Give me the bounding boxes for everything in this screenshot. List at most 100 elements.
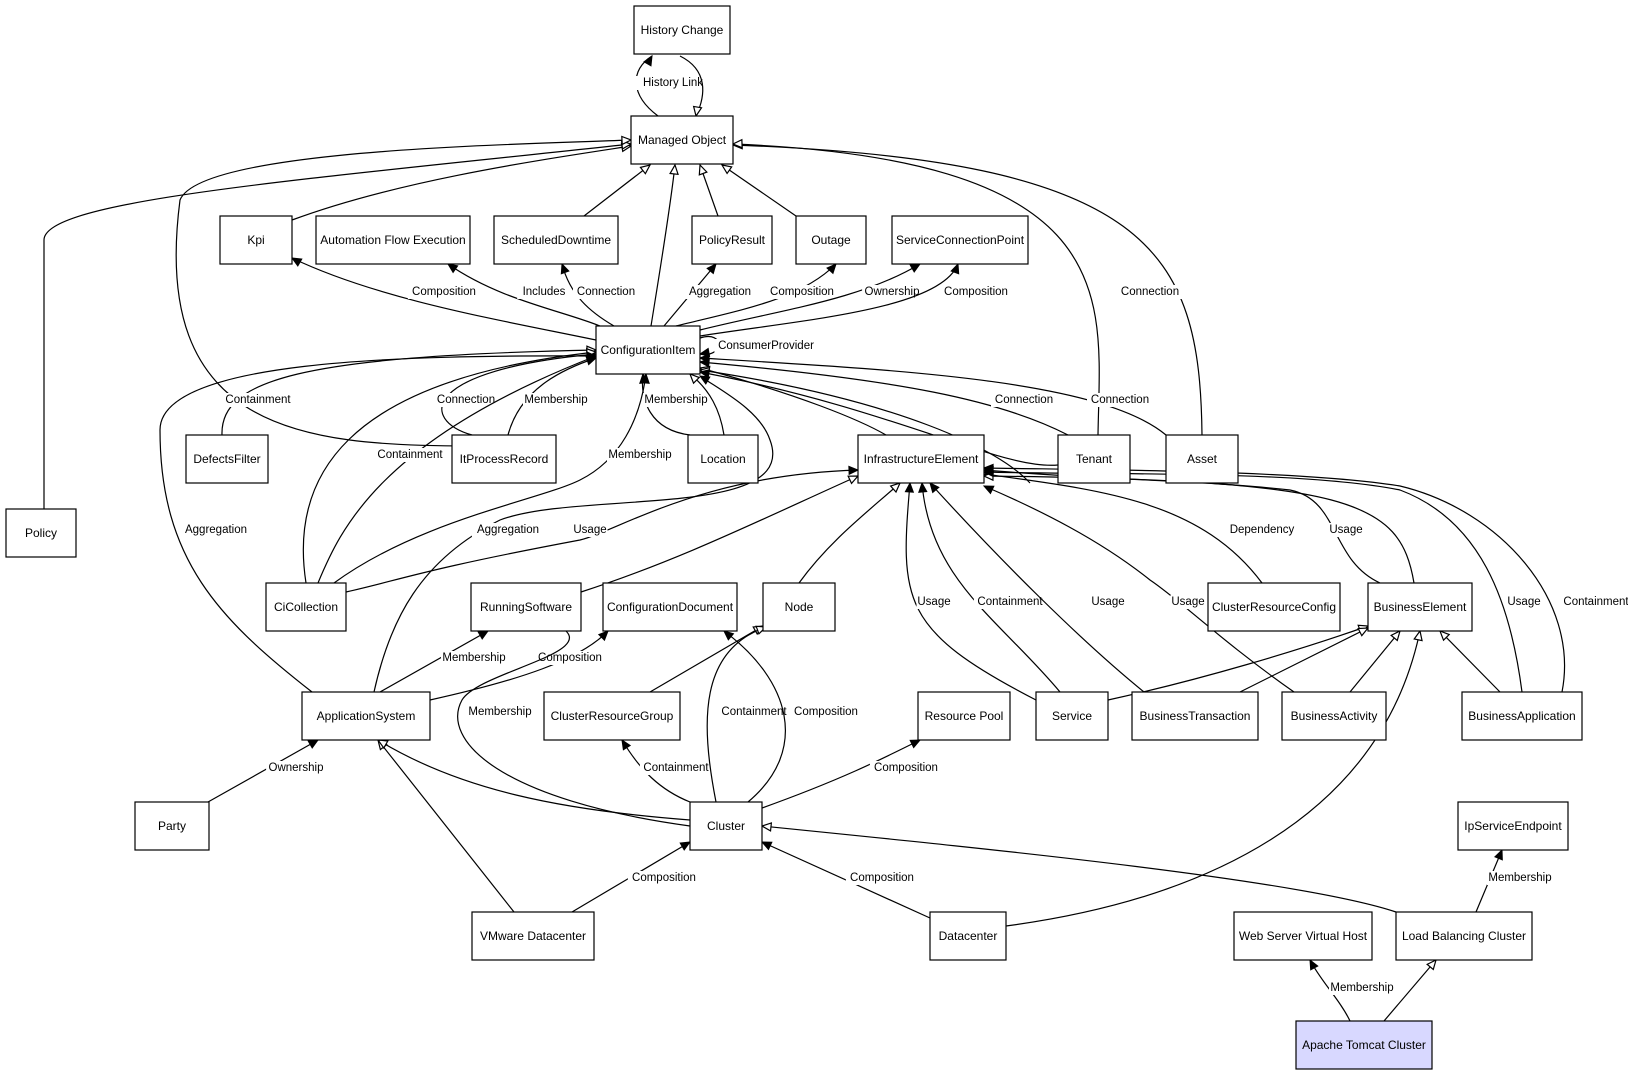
class-box[interactable] bbox=[315, 215, 471, 265]
inheritance-arrowhead bbox=[1357, 627, 1370, 637]
class-box[interactable] bbox=[219, 215, 293, 265]
class-node-node[interactable]: Node bbox=[762, 582, 836, 632]
class-box[interactable] bbox=[1457, 801, 1569, 851]
class-node-asset[interactable]: Asset bbox=[1165, 434, 1239, 484]
edge-line bbox=[983, 473, 1263, 584]
class-node-ie[interactable]: InfrastructureElement bbox=[857, 434, 985, 484]
class-node-kpi[interactable]: Kpi bbox=[219, 215, 293, 265]
class-box[interactable] bbox=[1395, 911, 1533, 961]
class-node-history[interactable]: History Change bbox=[633, 5, 731, 55]
class-node-ipr[interactable]: ItProcessRecord bbox=[451, 434, 557, 484]
class-node-party[interactable]: Party bbox=[134, 801, 210, 851]
inheritance-arrowhead bbox=[1438, 629, 1451, 642]
class-node-be[interactable]: BusinessElement bbox=[1367, 582, 1473, 632]
class-box[interactable] bbox=[689, 801, 763, 851]
class-label: PolicyResult bbox=[699, 233, 766, 247]
class-box[interactable] bbox=[795, 215, 867, 265]
class-node-svc[interactable]: Service bbox=[1035, 691, 1109, 741]
class-box[interactable] bbox=[471, 911, 595, 961]
class-node-tenant[interactable]: Tenant bbox=[1057, 434, 1131, 484]
class-box[interactable] bbox=[5, 508, 77, 558]
class-node-atc[interactable]: Apache Tomcat Cluster bbox=[1295, 1020, 1433, 1070]
edge-label-background bbox=[1087, 393, 1153, 407]
class-node-bapp[interactable]: BusinessApplication bbox=[1461, 691, 1583, 741]
edge-label: Membership bbox=[1488, 872, 1551, 884]
class-box[interactable] bbox=[1207, 582, 1341, 632]
class-node-bt[interactable]: BusinessTransaction bbox=[1131, 691, 1259, 741]
edge-label-background bbox=[845, 871, 919, 885]
class-box[interactable] bbox=[857, 434, 985, 484]
class-node-outage[interactable]: Outage bbox=[795, 215, 867, 265]
class-box[interactable] bbox=[1057, 434, 1131, 484]
class-node-policy[interactable]: Policy bbox=[5, 508, 77, 558]
class-node-mo[interactable]: Managed Object bbox=[630, 115, 734, 165]
class-node-cluster[interactable]: Cluster bbox=[689, 801, 763, 851]
class-box[interactable] bbox=[891, 215, 1029, 265]
edge-label-background bbox=[633, 76, 713, 90]
class-node-crg[interactable]: ClusterResourceGroup bbox=[543, 691, 681, 741]
edge-label-background bbox=[572, 523, 608, 537]
class-node-rp[interactable]: Resource Pool bbox=[917, 691, 1011, 741]
class-node-lbc[interactable]: Load Balancing Cluster bbox=[1395, 911, 1533, 961]
class-node-vmdc[interactable]: VMware Datacenter bbox=[471, 911, 595, 961]
class-box[interactable] bbox=[691, 215, 773, 265]
relationship-edge bbox=[798, 482, 902, 584]
class-box[interactable] bbox=[1165, 434, 1239, 484]
class-node-scp[interactable]: ServiceConnectionPoint bbox=[891, 215, 1029, 265]
class-node-ci[interactable]: ConfigurationItem bbox=[595, 325, 701, 375]
class-box[interactable] bbox=[595, 325, 701, 375]
class-box[interactable] bbox=[762, 582, 836, 632]
class-box[interactable] bbox=[633, 5, 731, 55]
class-box[interactable] bbox=[630, 115, 734, 165]
class-box[interactable] bbox=[543, 691, 681, 741]
class-node-cic[interactable]: CiCollection bbox=[265, 582, 347, 632]
class-box[interactable] bbox=[1233, 911, 1373, 961]
class-node-loc[interactable]: Location bbox=[687, 434, 759, 484]
association-arrowhead bbox=[982, 463, 994, 474]
relationship-edge: Membership bbox=[507, 356, 598, 436]
class-box[interactable] bbox=[929, 911, 1007, 961]
class-label: Datacenter bbox=[939, 929, 998, 943]
class-box[interactable] bbox=[1295, 1020, 1433, 1070]
edge-label-background bbox=[441, 651, 507, 665]
class-box[interactable] bbox=[1035, 691, 1109, 741]
edge-line bbox=[650, 164, 676, 327]
class-box[interactable] bbox=[134, 801, 210, 851]
class-box[interactable] bbox=[301, 691, 431, 741]
class-box[interactable] bbox=[493, 215, 619, 265]
edge-label-background bbox=[1487, 871, 1553, 885]
class-node-cd[interactable]: ConfigurationDocument bbox=[602, 582, 738, 632]
class-box[interactable] bbox=[1131, 691, 1259, 741]
class-label: CiCollection bbox=[274, 600, 338, 614]
class-node-ipse[interactable]: IpServiceEndpoint bbox=[1457, 801, 1569, 851]
edge-label: Usage bbox=[1329, 524, 1362, 536]
class-node-wsvh[interactable]: Web Server Virtual Host bbox=[1233, 911, 1373, 961]
class-node-ba[interactable]: BusinessActivity bbox=[1281, 691, 1387, 741]
edge-line bbox=[345, 469, 859, 593]
class-node-pr[interactable]: PolicyResult bbox=[691, 215, 773, 265]
edge-line bbox=[221, 349, 597, 436]
class-node-as[interactable]: ApplicationSystem bbox=[301, 691, 431, 741]
class-node-crc[interactable]: ClusterResourceConfig bbox=[1207, 582, 1341, 632]
class-box[interactable] bbox=[602, 582, 738, 632]
class-box[interactable] bbox=[1367, 582, 1473, 632]
edge-label-background bbox=[1329, 981, 1395, 995]
class-box[interactable] bbox=[1281, 691, 1387, 741]
class-node-afe[interactable]: Automation Flow Execution bbox=[315, 215, 471, 265]
class-label: DefectsFilter bbox=[193, 452, 260, 466]
class-box[interactable] bbox=[265, 582, 347, 632]
edge-label: Composition bbox=[850, 872, 914, 884]
class-node-dc[interactable]: Datacenter bbox=[929, 911, 1007, 961]
relationship-edge: Composition bbox=[723, 630, 863, 803]
class-box[interactable] bbox=[185, 434, 269, 484]
edge-label: Composition bbox=[770, 286, 834, 298]
class-node-rs[interactable]: RunningSoftware bbox=[470, 582, 582, 632]
class-box[interactable] bbox=[917, 691, 1011, 741]
class-node-sd[interactable]: ScheduledDowntime bbox=[493, 215, 619, 265]
class-box[interactable] bbox=[470, 582, 582, 632]
class-box[interactable] bbox=[451, 434, 557, 484]
class-node-df[interactable]: DefectsFilter bbox=[185, 434, 269, 484]
class-box[interactable] bbox=[1461, 691, 1583, 741]
relationship-edge bbox=[679, 55, 704, 118]
class-box[interactable] bbox=[687, 434, 759, 484]
